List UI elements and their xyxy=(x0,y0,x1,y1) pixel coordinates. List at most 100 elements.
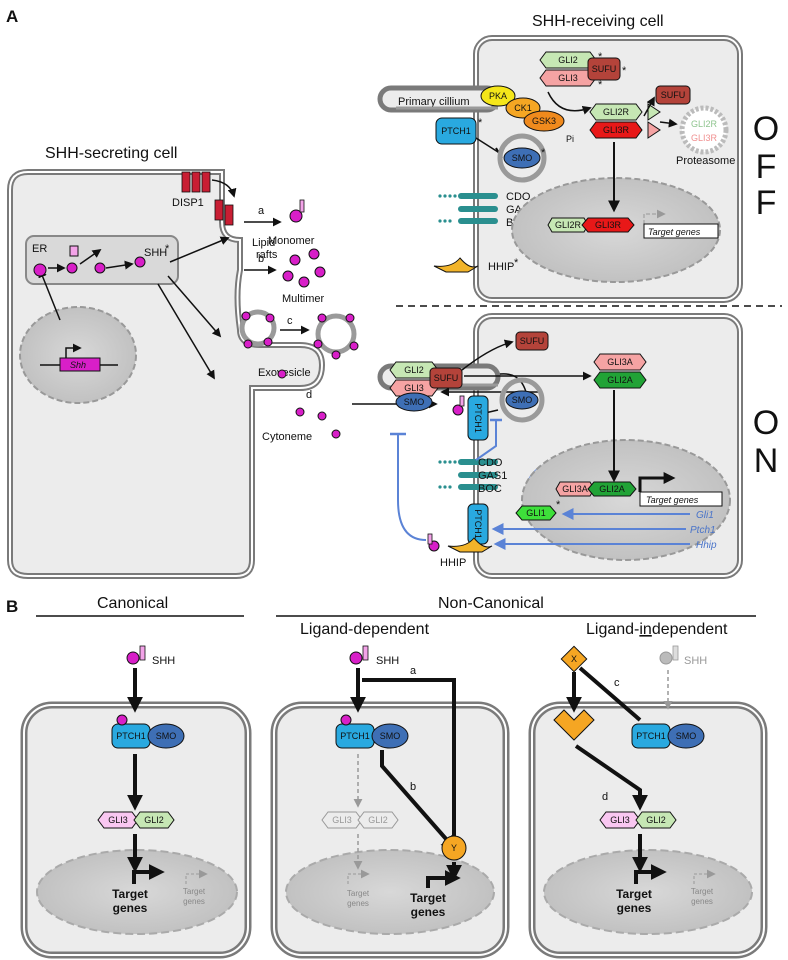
gli1-asterisk: * xyxy=(556,499,561,511)
pka-kinase xyxy=(480,85,516,107)
gli2r-nucleus xyxy=(547,217,589,233)
canonical-smo xyxy=(147,723,185,749)
canonical-gli2-label: GLI2 xyxy=(144,815,164,825)
gli1-protein xyxy=(515,505,557,521)
li-gli2-label: GLI2 xyxy=(646,815,666,825)
canonical-target-label: Target xyxy=(112,887,148,901)
gli2a-on xyxy=(593,371,647,389)
ptch1-asterisk: * xyxy=(478,117,483,129)
li-shh-label: SHH xyxy=(684,655,707,667)
pka-label: PKA xyxy=(489,91,507,101)
primary-cilium-label: Primary cillium xyxy=(398,96,470,108)
ld-ptch1-label: PTCH1 xyxy=(340,731,370,741)
panel-b-letter: B xyxy=(6,597,18,616)
monomer-label: Monomer xyxy=(268,235,315,247)
canonical-shh-label: SHH xyxy=(152,655,175,667)
branch-a-label: a xyxy=(258,205,265,217)
shh-label-secreting: SHH xyxy=(144,247,167,259)
ck1-label: CK1 xyxy=(514,103,532,113)
gli2a-nucleus-label: GLI2A xyxy=(599,484,625,494)
gli3a-on xyxy=(593,353,647,371)
gli1-label: GLI1 xyxy=(526,508,546,518)
canonical-gli3 xyxy=(97,811,139,829)
smo-cilium-on xyxy=(395,392,433,412)
ligand-independent-post: dependent xyxy=(652,621,728,638)
li-gli3-label: GLI3 xyxy=(610,815,630,825)
ld-shh-label: SHH xyxy=(376,655,399,667)
disp1-label: DISP1 xyxy=(172,197,204,209)
ld-path-a: a xyxy=(410,665,417,677)
li-genes-label: genes xyxy=(617,901,652,915)
li-path-c: c xyxy=(614,677,620,689)
proteasome-label: Proteasome xyxy=(676,155,735,167)
gli2r-nucleus-label: GLI2R xyxy=(555,220,582,230)
ld-y-label: Y xyxy=(451,843,457,853)
canonical-gli3-label: GLI3 xyxy=(108,815,128,825)
proteasome-gli2r: GLI2R xyxy=(691,119,718,129)
li-smo xyxy=(667,723,705,749)
shh-ligand-er xyxy=(33,245,146,277)
li-gli2 xyxy=(635,811,677,829)
canonical-gli2 xyxy=(133,811,175,829)
ligand-dependent-nucleus xyxy=(285,849,495,935)
exovesicle-free xyxy=(313,313,359,360)
li-gli3 xyxy=(599,811,641,829)
ptch1-gene-label: Ptch1 xyxy=(690,525,716,536)
gli2r-off xyxy=(589,103,643,121)
target-genes-off-label: Target genes xyxy=(648,227,701,237)
sufu-freed-on xyxy=(515,331,549,351)
hhip-off xyxy=(433,257,479,273)
ld-path-b: b xyxy=(410,781,416,793)
canonical-genes-small: genes xyxy=(183,897,205,906)
shh-gene-label: Shh xyxy=(70,360,86,370)
er-compartment xyxy=(25,235,179,285)
gli2r-off-label: GLI2R xyxy=(603,107,630,117)
hhip-on xyxy=(447,537,493,553)
hhip-asterisk: * xyxy=(514,257,519,269)
ld-effector-y xyxy=(441,835,467,861)
proteasome: GLI2R GLI3R xyxy=(679,105,729,155)
ligand-independent-nucleus xyxy=(543,849,753,935)
ld-gli2 xyxy=(357,811,399,829)
ligand-independent-title: Ligand-independent xyxy=(586,621,728,638)
branch-c-label: c xyxy=(287,315,293,327)
canonical-genes-label: genes xyxy=(113,901,148,915)
ligand-dependent-title: Ligand-dependent xyxy=(300,621,430,638)
gli1-gene-label: Gli1 xyxy=(696,510,714,521)
state-on-n: N xyxy=(754,442,779,480)
branch-b-label: b xyxy=(258,253,264,265)
gli3a-nucleus xyxy=(555,481,595,497)
sufu-off-label: SUFU xyxy=(592,64,617,74)
canonical-ptch1-label: PTCH1 xyxy=(116,731,146,741)
ld-smo xyxy=(371,723,409,749)
gli2a-on-label: GLI2A xyxy=(607,375,633,385)
gsk3-label: GSK3 xyxy=(532,116,556,126)
li-path-d: d xyxy=(602,791,608,803)
state-off-o: O xyxy=(753,110,779,148)
non-canonical-title: Non-Canonical xyxy=(438,595,544,612)
er-label: ER xyxy=(32,243,47,255)
ptch1-off: PTCH1 xyxy=(435,117,477,145)
ptch1-on-lower: PTCH1 xyxy=(467,503,489,545)
gli3r-off xyxy=(589,121,643,139)
receiving-cell-title: SHH-receiving cell xyxy=(532,13,664,30)
ptch1-on: PTCH1 xyxy=(452,395,489,441)
ld-target-label: Target xyxy=(410,891,446,905)
gli2-on-label: GLI2 xyxy=(404,365,424,375)
gas1-on-label: GAS1 xyxy=(478,470,507,482)
smo-vesicle-on xyxy=(499,377,545,423)
hhip-on-label: HHIP xyxy=(440,557,466,569)
hhip-gene-label: Hhip xyxy=(696,540,717,551)
li-x-label: X xyxy=(571,654,577,664)
ld-smo-label: SMO xyxy=(380,731,401,741)
ld-genes-small: genes xyxy=(347,899,369,908)
shh-monomer xyxy=(289,199,305,223)
ptch1-on-lower-label: PTCH1 xyxy=(473,509,483,539)
shh-gene-box xyxy=(59,357,101,372)
smo-cilium-on-label: SMO xyxy=(404,397,425,407)
state-off-f1: F xyxy=(756,148,777,186)
smo-off xyxy=(503,147,541,169)
ligand-independent-pre: Ligand- xyxy=(586,621,639,638)
smo-vesicle-on-protein xyxy=(505,390,539,410)
ptch1-on-label: PTCH1 xyxy=(473,403,483,433)
